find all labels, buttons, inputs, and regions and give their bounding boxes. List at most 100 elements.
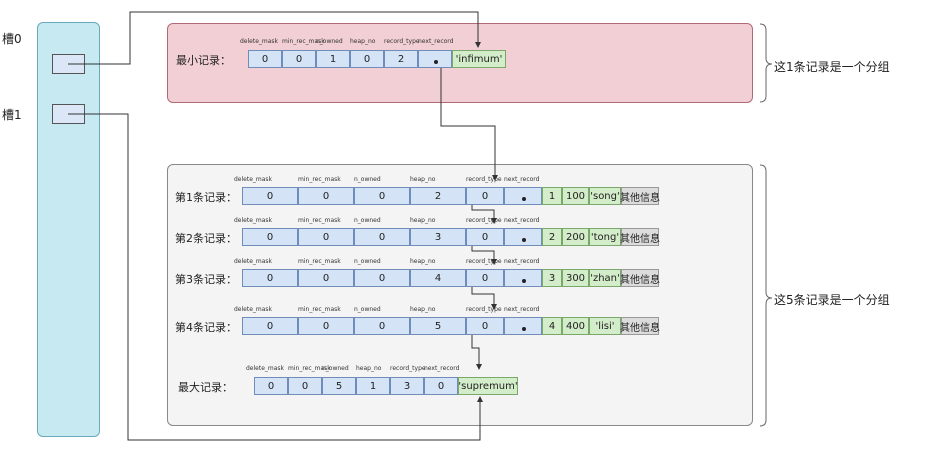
header-cell: 0 [350,50,384,68]
header-field-name: n_owned [354,217,381,224]
header-cell: 0 [354,269,410,287]
other-info-cell: 其他信息 [620,317,660,335]
header-field-name: min_rec_mask [298,306,341,313]
header-cell: 0 [282,50,316,68]
next-record-cell [504,228,542,246]
header-field-name: min_rec_mask [298,176,341,183]
header-field-name: delete_mask [234,217,273,224]
header-cell: 0 [242,228,298,246]
pointer-dot [522,327,526,331]
header-cell: 0 [466,228,504,246]
header-field-name: delete_mask [234,306,273,313]
data-cell: 'zhan' [589,269,621,287]
header-cell: 4 [410,269,466,287]
header-cell: 0 [242,317,298,335]
header-cell: 0 [298,228,354,246]
pointer-dot [522,197,526,201]
data-cell: 3 [542,269,562,287]
header-cell: 2 [410,187,466,205]
pointer-dot [434,60,438,64]
data-cell: 1 [542,187,562,205]
header-cell: 5 [410,317,466,335]
header-cell: 0 [298,187,354,205]
data-cell: 'lisi' [589,317,621,335]
record-label: 最小记录： [176,54,231,67]
pointer-dot [522,279,526,283]
header-field-name: n_owned [354,306,381,313]
other-info-cell: 其他信息 [620,187,660,205]
header-cell: 5 [322,377,356,395]
data-cell: 2 [542,228,562,246]
header-field-name: delete_mask [234,176,273,183]
header-field-name: n_owned [316,38,343,45]
other-info-cell: 其他信息 [620,269,660,287]
header-cell: 0 [466,269,504,287]
slot-1-label: 槽1 [2,108,22,122]
data-cell: 200 [562,228,589,246]
header-cell: 0 [254,377,288,395]
header-field-name: record_type [466,217,502,224]
record-label: 第4条记录： [175,321,237,334]
header-field-name: record_type [466,306,502,313]
header-field-name: next_record [504,306,540,313]
header-field-name: min_rec_mask [282,38,325,45]
group-1-label: 这1条记录是一个分组 [774,60,890,74]
header-cell: 3 [410,228,466,246]
other-info-cell: 其他信息 [620,228,660,246]
data-cell: 'tong' [589,228,621,246]
header-field-name: delete_mask [246,365,285,372]
header-field-name: heap_no [410,217,436,224]
slot-0-link [68,11,481,65]
next-record-cell [418,50,452,68]
slot-1-link [68,113,483,441]
header-field-name: delete_mask [234,258,273,265]
header-field-name: record_type [384,38,420,45]
data-cell: 'song' [589,187,621,205]
data-cell: 400 [562,317,589,335]
next-record-cell [504,269,542,287]
header-field-name: min_rec_mask [298,217,341,224]
slot-directory [37,22,100,437]
header-cell: 0 [288,377,322,395]
record-label: 第1条记录： [175,191,237,204]
header-cell: 0 [466,187,504,205]
header-field-name: heap_no [410,306,436,313]
pointer-dot [522,238,526,242]
record-4-next-link [471,326,482,370]
header-cell: 0 [242,187,298,205]
next-record-cell [504,187,542,205]
data-cell: 'infimum' [452,50,506,68]
record-label: 第3条记录： [175,273,237,286]
header-field-name: record_type [466,258,502,265]
header-cell: 1 [316,50,350,68]
header-field-name: next_record [424,365,460,372]
slot-0-label: 槽0 [2,32,22,46]
header-field-name: next_record [504,258,540,265]
header-cell: 2 [384,50,418,68]
group-2-brace [759,164,773,427]
header-cell: 0 [354,228,410,246]
header-cell: 1 [356,377,390,395]
next-record-cell [504,317,542,335]
header-field-name: next_record [418,38,454,45]
header-cell: 0 [298,317,354,335]
header-field-name: n_owned [354,176,381,183]
header-cell: 0 [466,317,504,335]
header-field-name: heap_no [350,38,376,45]
record-label: 第2条记录： [175,232,237,245]
header-field-name: next_record [504,176,540,183]
header-field-name: delete_mask [240,38,279,45]
header-cell: 0 [242,269,298,287]
group-1-brace [759,23,773,103]
header-field-name: record_type [390,365,426,372]
header-field-name: record_type [466,176,502,183]
record-label: 最大记录： [178,381,233,394]
header-field-name: min_rec_mask [298,258,341,265]
header-field-name: heap_no [410,258,436,265]
header-field-name: next_record [504,217,540,224]
header-cell: 0 [424,377,458,395]
header-field-name: n_owned [322,365,349,372]
header-cell: 0 [248,50,282,68]
data-cell: 300 [562,269,589,287]
